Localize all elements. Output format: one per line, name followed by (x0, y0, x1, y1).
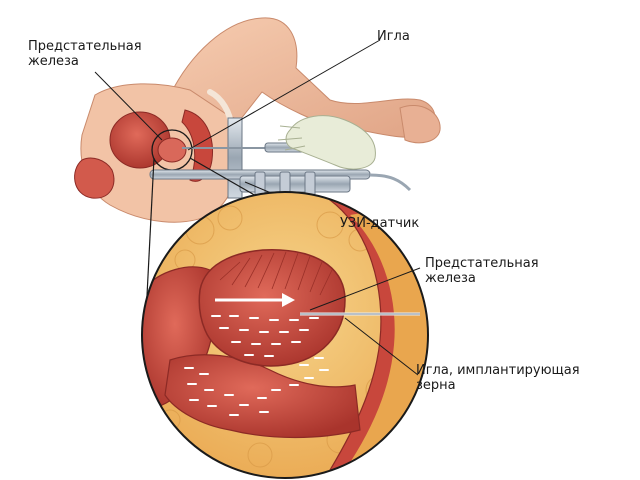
glove-fingers (277, 125, 306, 151)
zoom-leader-lines (309, 267, 421, 376)
label-seed-needle-line2: зерна (416, 378, 456, 393)
label-seed-needle-line1: Игла, имплантирующая (416, 363, 580, 378)
label-seed-needle: Игла, имплантирующая зерна (416, 363, 580, 393)
patient-anatomy (74, 17, 441, 223)
label-prostate-zoom-line1: Предстательная (425, 256, 539, 271)
probe-cable (369, 173, 412, 192)
zoom-circle-border (141, 191, 429, 479)
label-ultrasound-probe: УЗИ-датчик (340, 216, 420, 231)
gloved-hand (285, 115, 376, 170)
label-prostate-top: Предстательная железа (28, 39, 142, 69)
label-needle: Игла (377, 29, 410, 44)
needle-direction-arrow (215, 293, 295, 307)
bladder (109, 111, 171, 169)
prostate-striations (219, 251, 333, 296)
prostate-gland-zoom (198, 249, 346, 367)
label-prostate-top-line1: Предстательная (28, 39, 142, 54)
genital-section (74, 157, 115, 199)
label-prostate-zoom: Предстательная железа (425, 256, 539, 286)
patient-foot (399, 104, 441, 144)
label-prostate-zoom-line2: железа (425, 271, 476, 286)
label-prostate-top-line2: железа (28, 54, 79, 69)
zoom-view (141, 191, 429, 479)
instruments (149, 115, 412, 199)
prostate-gland (157, 137, 187, 163)
implanted-seeds (184, 315, 329, 416)
